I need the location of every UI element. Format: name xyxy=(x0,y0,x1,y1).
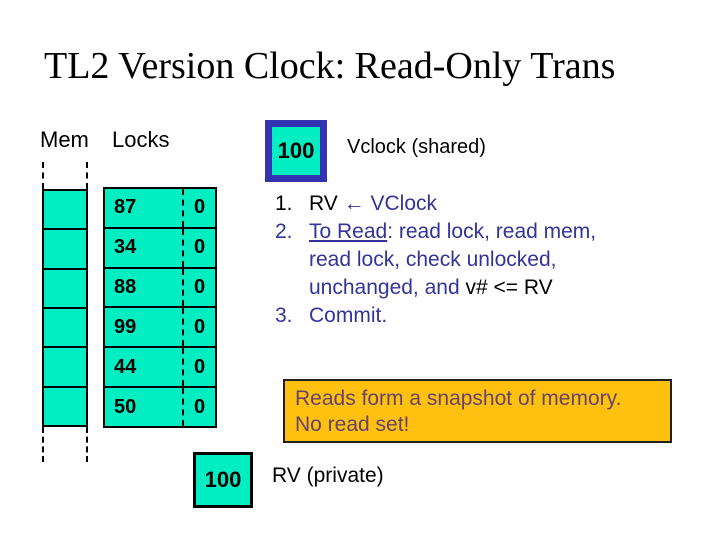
mem-cell xyxy=(44,348,86,388)
lock-bit-value: 0 xyxy=(182,228,215,267)
lock-table-row: 34 0 xyxy=(105,228,215,269)
mem-column-dashed-extension-bottom xyxy=(42,427,88,462)
lock-version-value: 50 xyxy=(114,395,137,418)
lock-table-row: 99 0 xyxy=(105,308,215,349)
rv-value-box: 100 xyxy=(193,452,253,508)
step-3-commit-text: Commit. xyxy=(309,304,388,327)
lock-version-value: 88 xyxy=(114,276,137,299)
lock-version-value: 87 xyxy=(114,196,137,219)
lock-table-row: 88 0 xyxy=(105,268,215,309)
mem-column-dashed-extension-top xyxy=(42,162,88,189)
lock-bit-value: 0 xyxy=(182,388,215,426)
step-3: 3. Commit. xyxy=(275,302,635,330)
mem-cell xyxy=(44,308,86,349)
step-1-arrow-vclock-text: ← VClock xyxy=(343,192,437,215)
lock-bit-value: 0 xyxy=(182,308,215,347)
step-2: 2. To Read: read lock, read mem, read lo… xyxy=(275,218,635,302)
lock-table-row: 87 0 xyxy=(105,189,215,229)
mem-cell xyxy=(44,387,86,425)
lock-bit-value: 0 xyxy=(182,268,215,307)
lock-version-value: 44 xyxy=(114,355,137,378)
lock-version-value: 99 xyxy=(114,315,137,338)
snapshot-callout-box: Reads form a snapshot of memory. No read… xyxy=(283,379,672,443)
locks-table: 87 0 34 0 88 0 99 0 44 0 50 0 xyxy=(103,187,217,428)
step-2-version-check-text: v# <= RV xyxy=(465,276,553,299)
step-1-rv-text: RV xyxy=(309,192,344,215)
step-2-number: 2. xyxy=(275,220,293,243)
lock-bit-value: 0 xyxy=(182,189,215,227)
lock-bit-value: 0 xyxy=(182,348,215,387)
step-2-body-text: : read lock, read mem, read lock, check … xyxy=(309,220,597,299)
mem-column xyxy=(42,189,88,427)
mem-cell xyxy=(44,269,86,309)
step-3-number: 3. xyxy=(275,304,293,327)
step-1: 1. RV ← VClock xyxy=(275,190,635,218)
step-1-number: 1. xyxy=(275,192,293,215)
callout-line-2: No read set! xyxy=(295,413,410,436)
lock-table-row: 44 0 xyxy=(105,348,215,389)
mem-column-label: Mem xyxy=(40,127,89,152)
mem-cell xyxy=(44,191,86,231)
vclock-value-box: 100 xyxy=(265,120,327,182)
page-title: TL2 Version Clock: Read-Only Trans xyxy=(44,45,616,87)
rv-private-label: RV (private) xyxy=(272,464,384,487)
callout-line-1: Reads form a snapshot of memory. xyxy=(295,387,622,410)
lock-table-row: 50 0 xyxy=(105,388,215,426)
step-2-to-read-underlined: To Read xyxy=(309,220,388,243)
vclock-shared-label: Vclock (shared) xyxy=(347,136,486,158)
mem-cell xyxy=(44,230,86,270)
lock-version-value: 34 xyxy=(114,236,137,259)
algorithm-steps-list: 1. RV ← VClock 2. To Read: read lock, re… xyxy=(275,190,635,330)
locks-column-label: Locks xyxy=(112,127,170,152)
